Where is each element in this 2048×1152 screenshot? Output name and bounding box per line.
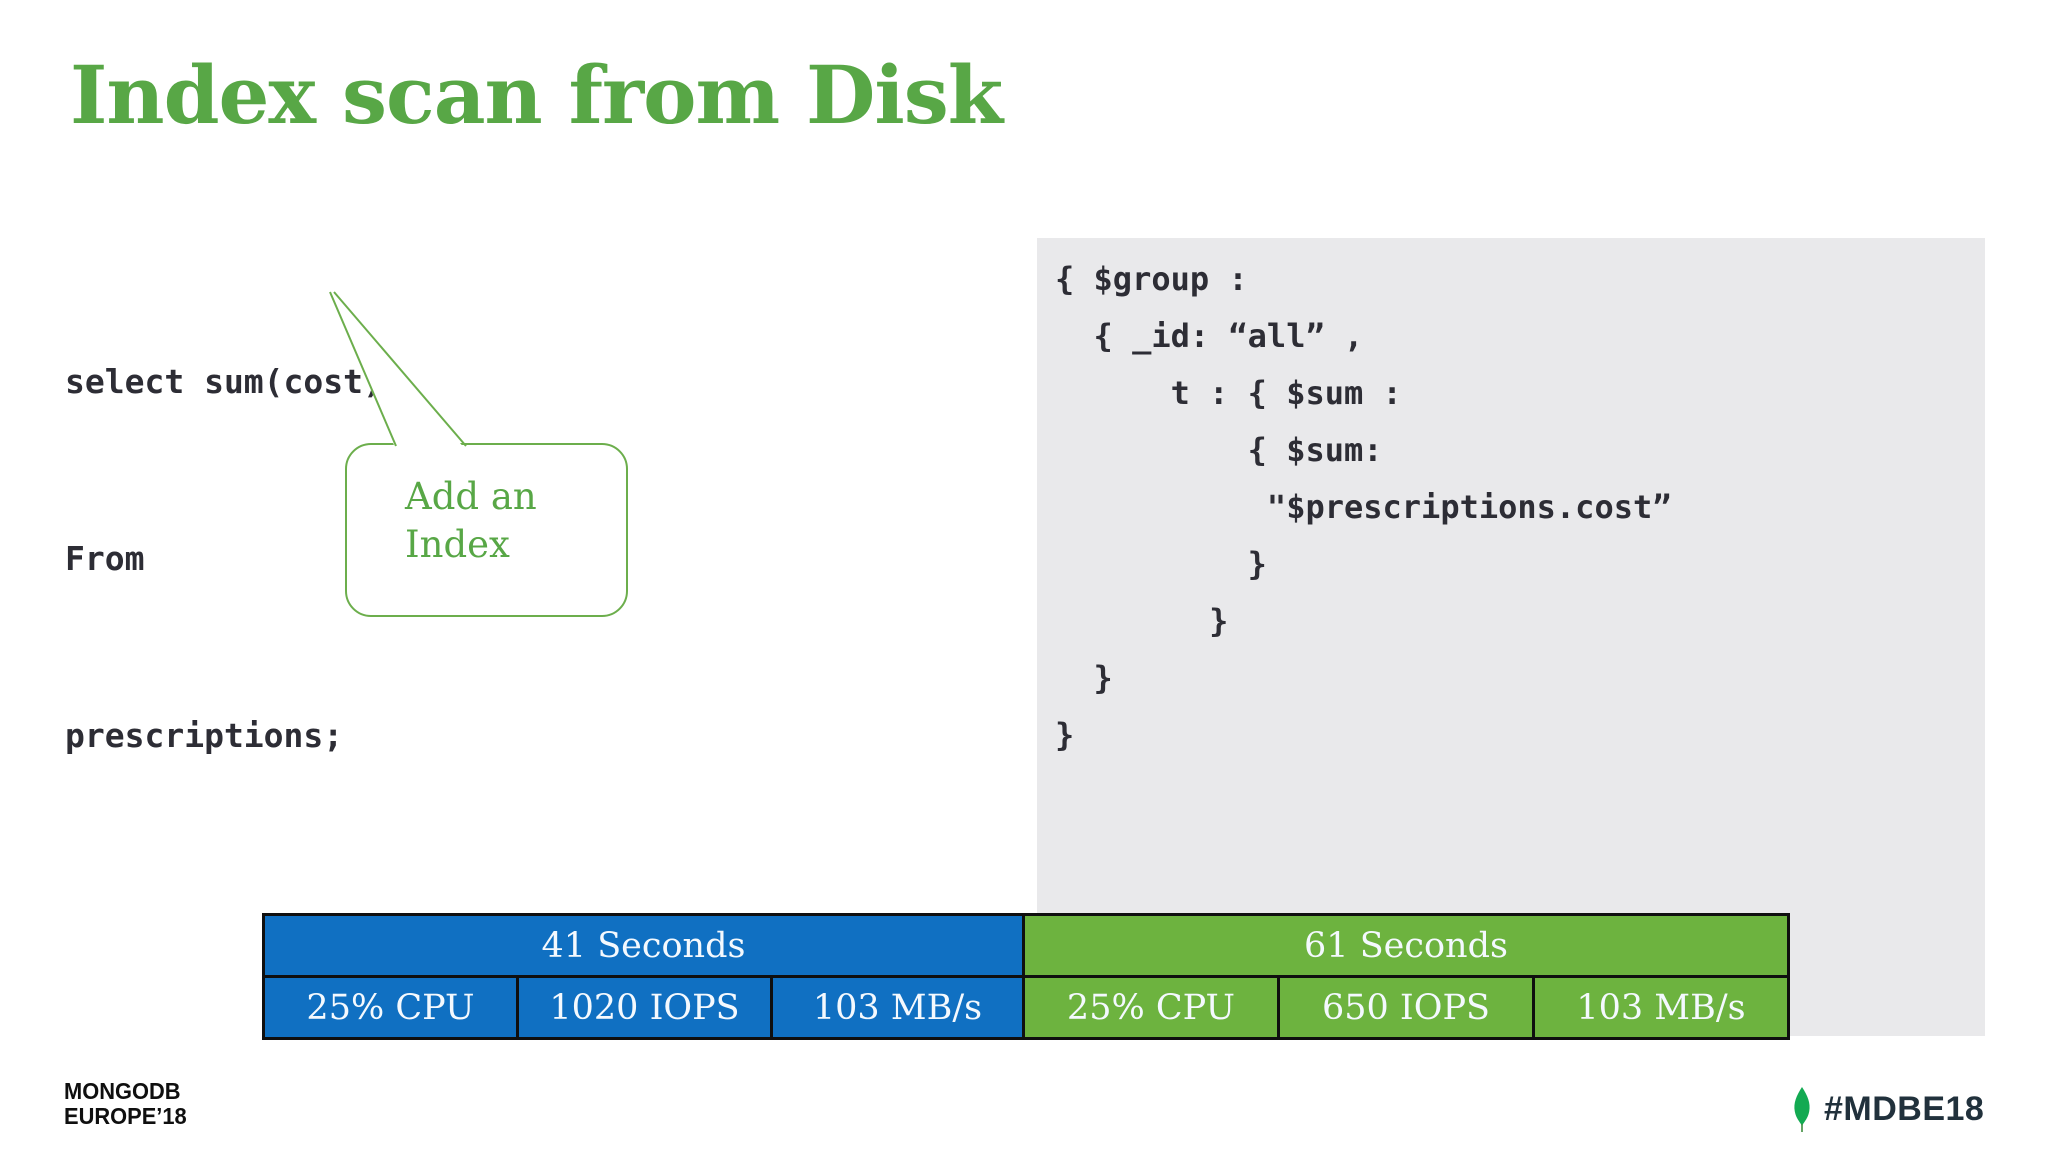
callout-tail-pointer xyxy=(329,291,467,450)
sql-line: prescriptions; xyxy=(65,716,344,755)
metric-throughput-right: 103 MB/s xyxy=(1532,975,1790,1040)
code-line: } xyxy=(1055,659,1113,697)
leaf-stem xyxy=(1801,1124,1803,1132)
mongodb-europe-logo: MONGODB EUROPE’18 xyxy=(64,1079,187,1129)
metric-cpu-right: 25% CPU xyxy=(1022,975,1280,1040)
hashtag-text: #MDBE18 xyxy=(1824,1089,1985,1128)
sql-query: select sum(cost) From prescriptions; xyxy=(65,234,383,883)
code-line: "$prescriptions.cost” xyxy=(1055,488,1672,526)
code-line: } xyxy=(1055,602,1229,640)
aggregation-code-panel: { $group : { _id: “all” , t : { $sum : {… xyxy=(1037,238,1985,1036)
results-header-no-index: 41 Seconds xyxy=(262,913,1025,978)
leaf-body xyxy=(1794,1087,1810,1128)
metric-cpu-left: 25% CPU xyxy=(262,975,519,1040)
mongodb-leaf-icon xyxy=(1794,1087,1810,1132)
page-title: Index scan from Disk xyxy=(70,48,1003,142)
results-header-with-index: 61 Seconds xyxy=(1022,913,1790,978)
sql-line: select sum(cost) xyxy=(65,362,383,401)
callout-tail-line-left xyxy=(329,291,397,447)
results-metrics-row: 25% CPU 1020 IOPS 103 MB/s 25% CPU 650 I… xyxy=(262,975,1790,1040)
code-line: } xyxy=(1055,545,1267,583)
callout-add-index: Add an Index xyxy=(345,443,628,617)
callout-text-line: Add an xyxy=(405,475,537,518)
code-line: { $group : xyxy=(1055,260,1248,298)
event-hashtag: #MDBE18 xyxy=(1790,1086,1984,1132)
callout-text-line: Index xyxy=(405,523,510,566)
results-table: 41 Seconds 61 Seconds 25% CPU 1020 IOPS … xyxy=(262,913,1790,1040)
code-line: { $sum: xyxy=(1055,431,1383,469)
sql-line: From xyxy=(65,539,145,578)
results-header-row: 41 Seconds 61 Seconds xyxy=(262,913,1790,978)
metric-throughput-left: 103 MB/s xyxy=(770,975,1025,1040)
metric-iops-left: 1020 IOPS xyxy=(516,975,773,1040)
logo-line-mongodb: MONGODB xyxy=(64,1078,181,1104)
callout-tail-line-right xyxy=(333,291,467,447)
code-line: { _id: “all” , xyxy=(1055,317,1364,355)
callout-text: Add an Index xyxy=(405,473,537,569)
code-line: t : { $sum : xyxy=(1055,374,1402,412)
callout-tail-fill xyxy=(330,292,466,450)
code-line: } xyxy=(1055,716,1075,754)
logo-line-europe18: EUROPE’18 xyxy=(64,1103,187,1129)
metric-iops-right: 650 IOPS xyxy=(1277,975,1535,1040)
